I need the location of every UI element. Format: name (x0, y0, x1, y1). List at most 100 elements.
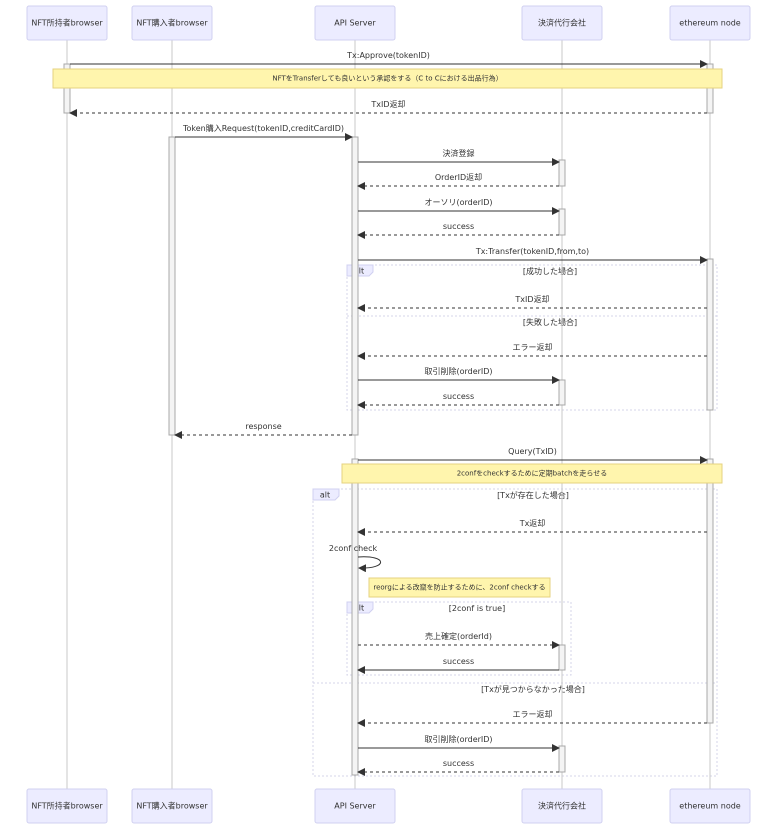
message-label: 取引削除(orderID) (424, 734, 492, 744)
activation-pay (558, 159, 566, 187)
actor-buyer-top: NFT購入者browser (131, 5, 213, 41)
alt-condition-label: [失敗した場合] (523, 317, 577, 327)
message: success (357, 392, 559, 409)
message-label: エラー返却 (513, 709, 553, 719)
actor-owner-top: NFT所持者browser (26, 5, 108, 41)
alt-condition-label: [2conf is true] (449, 604, 505, 613)
message: Query(TxID) (358, 447, 708, 464)
message-label: Query(TxID) (508, 447, 557, 456)
actor-box (314, 5, 396, 41)
actor-box (131, 5, 213, 41)
actor-label: API Server (334, 802, 376, 811)
actor-owner-bottom: NFT所持者browser (26, 788, 108, 824)
actor-label: ethereum node (679, 802, 741, 811)
message: Token購入Request(tokenID,creditCardID) (175, 123, 353, 141)
message: success (357, 222, 559, 239)
note-box (52, 68, 723, 89)
activation-eth (706, 458, 714, 724)
note-box (368, 577, 551, 598)
message-label: 売上確定(orderId) (425, 631, 492, 641)
message-label: Tx:Transfer(tokenID,from,to) (475, 247, 589, 256)
message: 決済登録 (358, 148, 560, 166)
activation-pay (558, 208, 566, 236)
activation-pay (558, 379, 566, 406)
message-label: 2conf check (329, 544, 378, 553)
actor-box (131, 788, 213, 824)
actor-eth-top: ethereum node (669, 5, 751, 41)
message: success (357, 759, 559, 776)
message: 取引削除(orderID) (358, 366, 560, 384)
actor-box (669, 788, 751, 824)
actor-box (521, 788, 603, 824)
actor-label: NFT所持者browser (31, 801, 103, 811)
actor-eth-bottom: ethereum node (669, 788, 751, 824)
message: 取引削除(orderID) (358, 734, 560, 752)
message: エラー返却 (357, 709, 707, 727)
message-label: OrderID返却 (435, 172, 482, 182)
actor-box (669, 5, 751, 41)
message: 売上確定(orderId) (358, 631, 560, 649)
alt-frame-border (346, 601, 572, 676)
actor-label: NFT購入者browser (136, 18, 208, 28)
message-label: TxID返却 (514, 294, 549, 304)
note-text: reorgによる改竄を防止するために、2conf checkする (373, 583, 545, 592)
alt-frame-border (346, 264, 718, 411)
note: NFTをTransferしても良いという承認をする（C to Cにおける出品行為… (52, 68, 723, 89)
alt-frame: alt [Txが存在した場合] [Txが見つからなかった場合] (312, 488, 718, 777)
message: OrderID返却 (357, 172, 559, 190)
message: Tx返却 (357, 518, 707, 536)
message: Tx:Transfer(tokenID,from,to) (358, 247, 708, 264)
activation-pay (558, 644, 566, 671)
note: 2confをcheckするために定期batchを走らせる (341, 463, 723, 484)
actor-label: API Server (334, 19, 376, 28)
actor-pay-bottom: 決済代行会社 (521, 788, 603, 824)
message-label: Tx返却 (519, 518, 546, 528)
actor-pay-top: 決済代行会社 (521, 5, 603, 41)
alt-frame: alt [成功した場合] [失敗した場合] (346, 264, 718, 411)
message-label: response (245, 422, 281, 431)
alt-frame-border (312, 488, 718, 777)
message-label: オーソリ(orderID) (424, 198, 492, 207)
note-text: 2confをcheckするために定期batchを走らせる (457, 469, 608, 478)
alt-condition-label: [Txが見つからなかった場合] (481, 684, 585, 694)
message: success (357, 657, 559, 674)
alt-frame: alt[2conf is true] (346, 601, 572, 676)
message-label: Token購入Request(tokenID,creditCardID) (182, 123, 344, 133)
note: reorgによる改竄を防止するために、2conf checkする (368, 577, 551, 598)
note-text: NFTをTransferしても良いという承認をする（C to Cにおける出品行為… (272, 74, 502, 83)
alt-tag-label: alt (320, 491, 330, 500)
self-message-arrow (357, 556, 381, 573)
actor-label: NFT購入者browser (136, 801, 208, 811)
activation-pay (558, 745, 566, 773)
alt-condition-label: [Txが存在した場合] (497, 490, 569, 500)
actor-label: 決済代行会社 (538, 801, 586, 811)
actor-buyer-bottom: NFT購入者browser (131, 788, 213, 824)
actor-label: ethereum node (679, 19, 741, 28)
message: Tx:Approve(tokenID) (70, 51, 708, 68)
message-label: success (443, 392, 474, 401)
actor-api-top: API Server (314, 5, 396, 41)
activation-eth (706, 258, 714, 411)
actor-label: 決済代行会社 (538, 18, 586, 28)
message: 2conf check (329, 544, 381, 573)
actor-box (521, 5, 603, 41)
actor-box (314, 788, 396, 824)
activation-api (351, 136, 359, 436)
message: オーソリ(orderID) (358, 198, 560, 215)
message: TxID返却 (69, 99, 707, 117)
message: TxID返却 (357, 294, 707, 312)
actor-label: NFT所持者browser (31, 18, 103, 28)
note-box (341, 463, 723, 484)
alt-condition-label: [成功した場合] (523, 266, 577, 276)
actor-box (26, 5, 108, 41)
message-label: エラー返却 (513, 342, 553, 352)
message-label: success (443, 222, 474, 231)
message-label: Tx:Approve(tokenID) (346, 51, 430, 60)
activation-api (351, 458, 359, 776)
message: エラー返却 (357, 342, 707, 360)
actor-api-bottom: API Server (314, 788, 396, 824)
message: response (174, 422, 352, 439)
activation-buyer (168, 136, 176, 436)
alt-tag-label: alt (354, 267, 364, 276)
alt-tag (312, 488, 340, 501)
